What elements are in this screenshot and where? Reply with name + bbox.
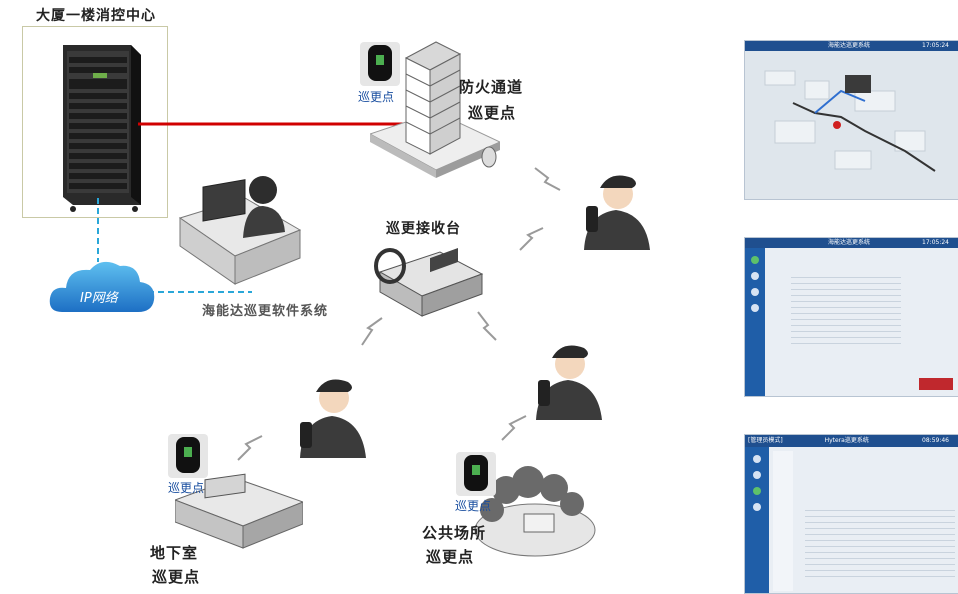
operator-workstation-icon: [178, 176, 302, 285]
security-guard-icon: [536, 345, 602, 420]
wheel-icon: [481, 146, 497, 168]
map-screen-title: 海能达巡更系统: [828, 42, 871, 49]
wireless-signal: [237, 435, 263, 461]
map-screen-time: 17:05:24: [922, 42, 949, 49]
control-center-title: 大厦一楼消控中心: [36, 8, 156, 24]
security-guard-icon: [584, 175, 650, 250]
admin-screen-thumbnail: [管理员模式] Hytera巡更系统 08:59:46: [744, 434, 958, 594]
fire-passage-sub: 巡更点: [468, 104, 517, 122]
patrol-tag-icon: [360, 42, 400, 86]
public-place-tag-label: 巡更点: [455, 499, 492, 513]
wireless-signal: [519, 227, 544, 251]
security-guard-icon: [300, 379, 366, 458]
list-screen-time: 17:05:24: [922, 239, 949, 246]
radio-receiver-icon: [374, 247, 484, 317]
list-screen-thumbnail: 海能达巡更系统 17:05:24: [744, 237, 958, 397]
admin-screen-time: 08:59:46: [922, 437, 949, 444]
admin-screen-title: Hytera巡更系统: [824, 437, 869, 444]
cloud-icon: [49, 261, 155, 312]
basement-icon: [175, 473, 303, 549]
server-rack-icon: [63, 45, 141, 212]
admin-mode-label: [管理员模式]: [748, 437, 783, 444]
list-screen-title: 海能达巡更系统: [828, 239, 871, 246]
public-place-sub: 巡更点: [426, 548, 475, 566]
park-icon: [474, 466, 596, 557]
wireless-signal: [534, 167, 561, 191]
map-screen-thumbnail: 海能达巡更系统 17:05:24: [744, 40, 958, 200]
network-label: IP网络: [80, 291, 118, 306]
wireless-signal: [477, 311, 497, 341]
control-center-box: [22, 26, 168, 218]
software-label: 海能达巡更软件系统: [202, 304, 329, 319]
wireless-signal: [361, 317, 383, 346]
fire-passage-tag-label: 巡更点: [358, 90, 395, 104]
basement-tag-label: 巡更点: [168, 481, 205, 495]
patrol-tag-icon: [168, 434, 208, 478]
basement-sub: 巡更点: [152, 568, 201, 586]
receiver-label: 巡更接收台: [386, 221, 461, 237]
patrol-tag-icon: [456, 452, 496, 496]
public-place-name: 公共场所: [422, 524, 487, 542]
fire-passage-name: 防火通道: [459, 78, 524, 96]
map-view: [745, 51, 958, 199]
basement-name: 地下室: [150, 544, 199, 562]
wireless-signal: [501, 415, 527, 441]
confirm-button: [919, 378, 953, 390]
building-icon: [370, 41, 500, 178]
